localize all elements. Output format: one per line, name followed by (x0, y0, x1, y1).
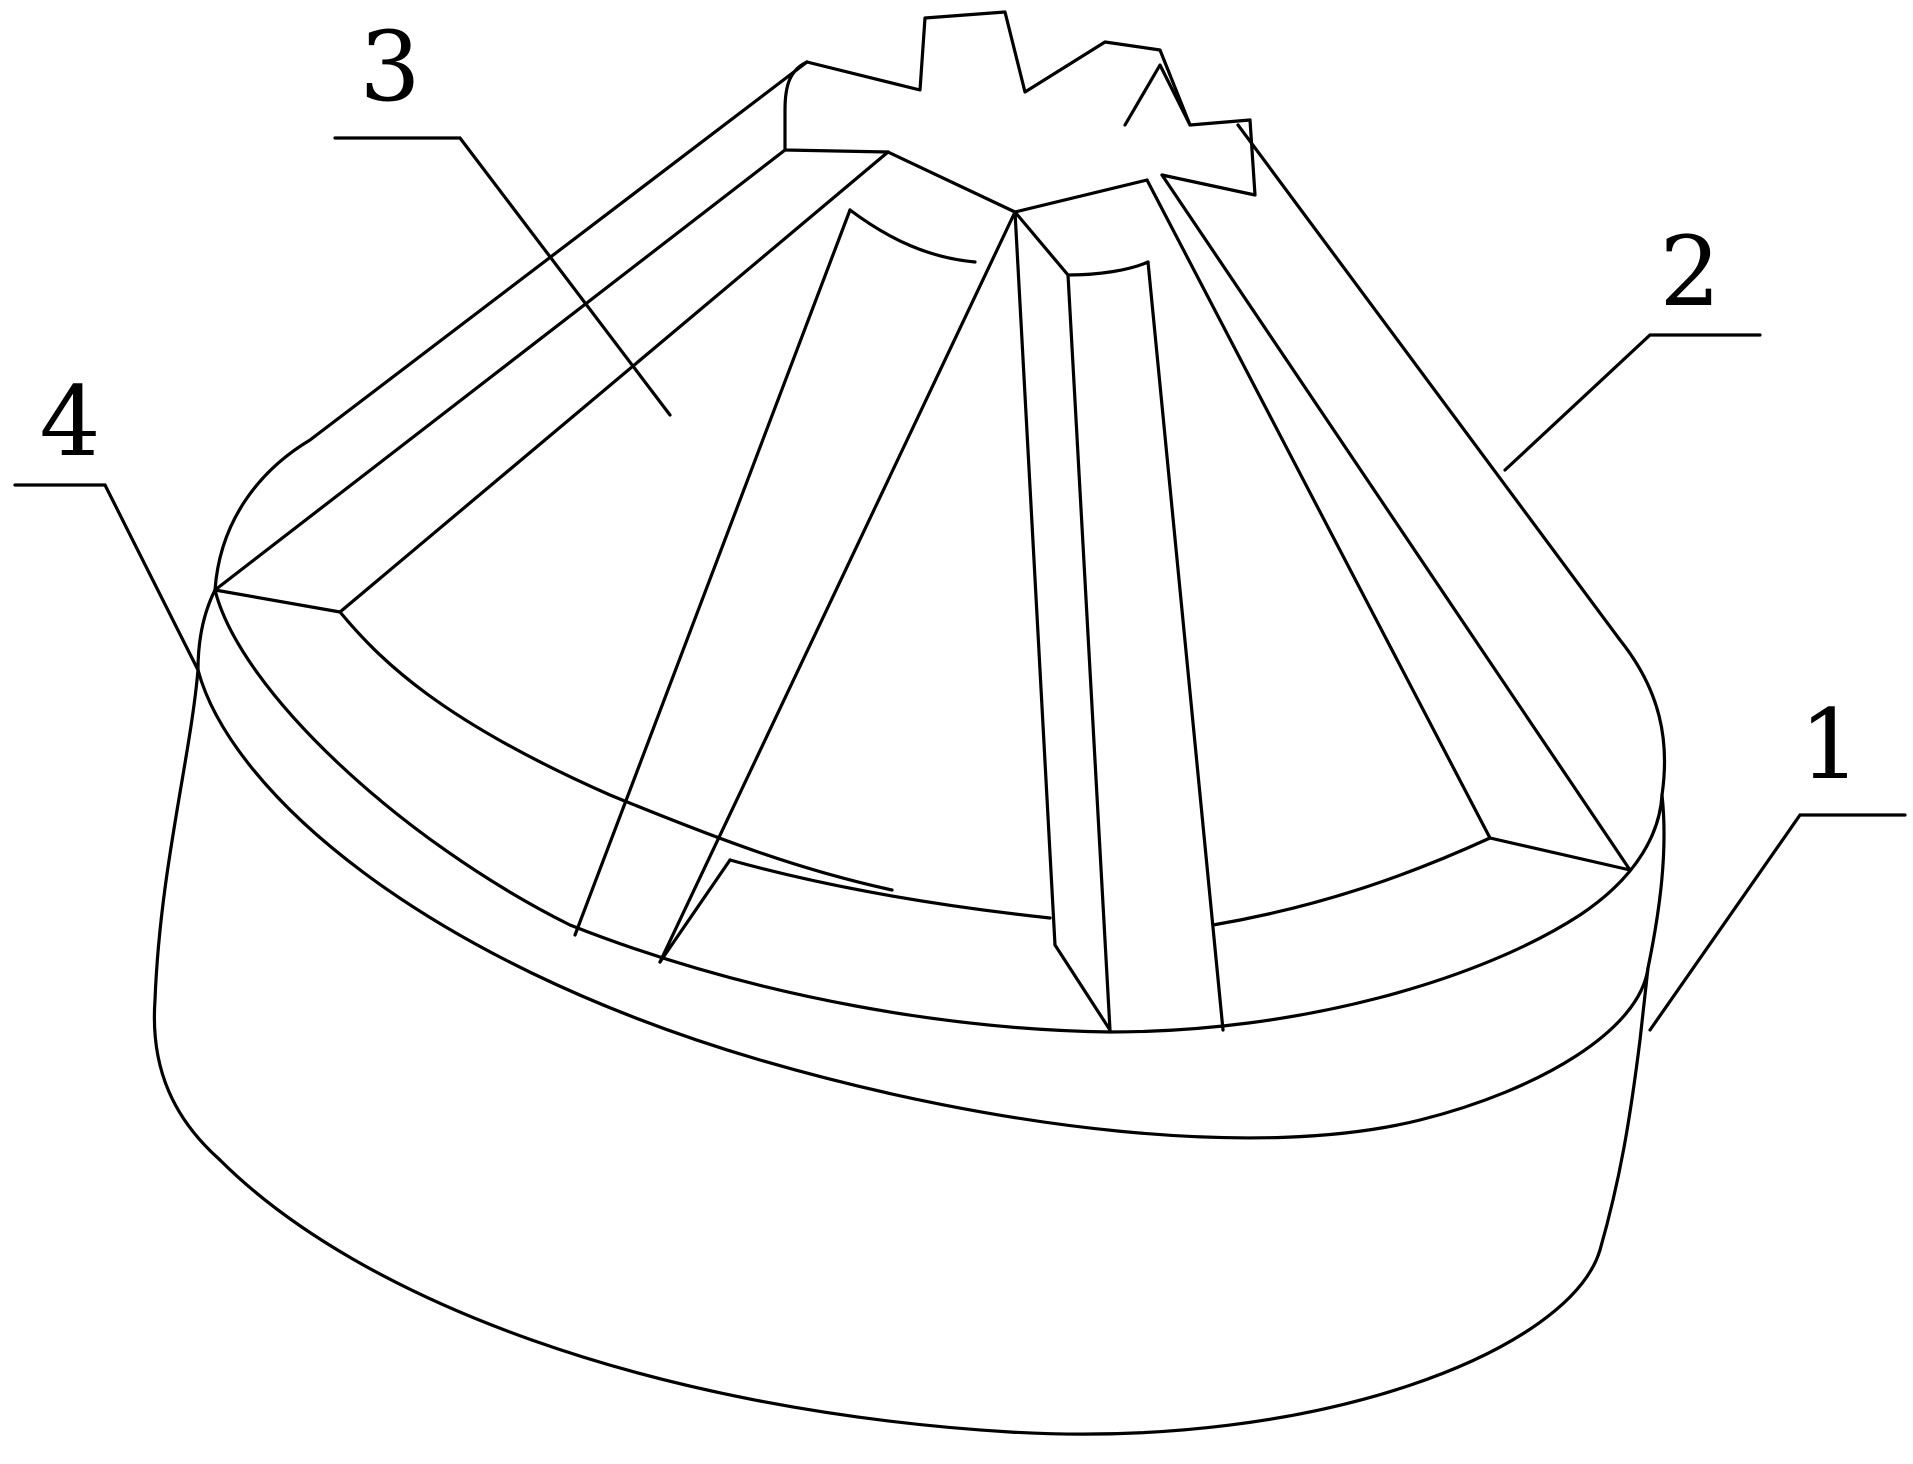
leader-three (333, 136, 672, 417)
right-rib-outer-edge (1160, 173, 1632, 872)
base-left-side (152, 668, 222, 1162)
leader-one (1648, 813, 1907, 1032)
label-two: 2 (1659, 216, 1720, 328)
front-rib-right-edge (658, 210, 1017, 964)
sector-inner-arc (338, 610, 894, 892)
left-rib-diagonal (338, 150, 890, 614)
hub-cylinder-left (848, 208, 977, 264)
leader-four (13, 483, 200, 672)
rim-upper-curve (213, 588, 1664, 1034)
conical-cover (213, 60, 1667, 1032)
front-rib-bevel (658, 858, 732, 964)
hub-right-block (1160, 118, 1257, 197)
front-rib-left-edge (573, 208, 852, 937)
label-two-group: 2 (1503, 216, 1762, 472)
label-four-group: 4 (13, 366, 200, 672)
rim-right-link (1646, 793, 1666, 970)
base-right-side (1598, 966, 1650, 1252)
cross-hub (783, 10, 1257, 214)
cylindrical-base (152, 668, 1650, 1436)
right-rib-bottom (1488, 836, 1632, 872)
center-fin-base (1053, 943, 1112, 1032)
center-fin-right (1146, 260, 1225, 1032)
hub-left-arm (805, 10, 1252, 127)
sector-mid-arc (728, 858, 1052, 920)
cover-left-silhouette (213, 60, 809, 592)
hub-cylinder-right (1066, 260, 1150, 277)
hub-left-block (783, 60, 890, 154)
rim-left-link (196, 588, 217, 672)
sector-right-arc (1211, 836, 1492, 927)
center-fin-mid (1066, 273, 1112, 1032)
label-four: 4 (39, 366, 100, 478)
base-bottom-curve (218, 1158, 1602, 1436)
label-three: 3 (359, 11, 420, 123)
hub-to-fin (886, 150, 1149, 214)
label-three-group: 3 (333, 11, 672, 417)
leader-two (1503, 333, 1762, 472)
left-rib-inner-edge (213, 588, 342, 614)
label-one: 1 (1799, 689, 1860, 801)
right-rib-inner-edge (1145, 178, 1492, 840)
hub-wedge (1123, 63, 1192, 127)
base-top-curve (196, 668, 1650, 1140)
rim-ring (196, 588, 1666, 1034)
cover-right-silhouette (1236, 123, 1667, 797)
left-rib-outer-edge (213, 148, 787, 592)
center-fin-front (1013, 210, 1070, 277)
center-fin-left (1013, 210, 1057, 947)
label-one-group: 1 (1648, 689, 1907, 1032)
